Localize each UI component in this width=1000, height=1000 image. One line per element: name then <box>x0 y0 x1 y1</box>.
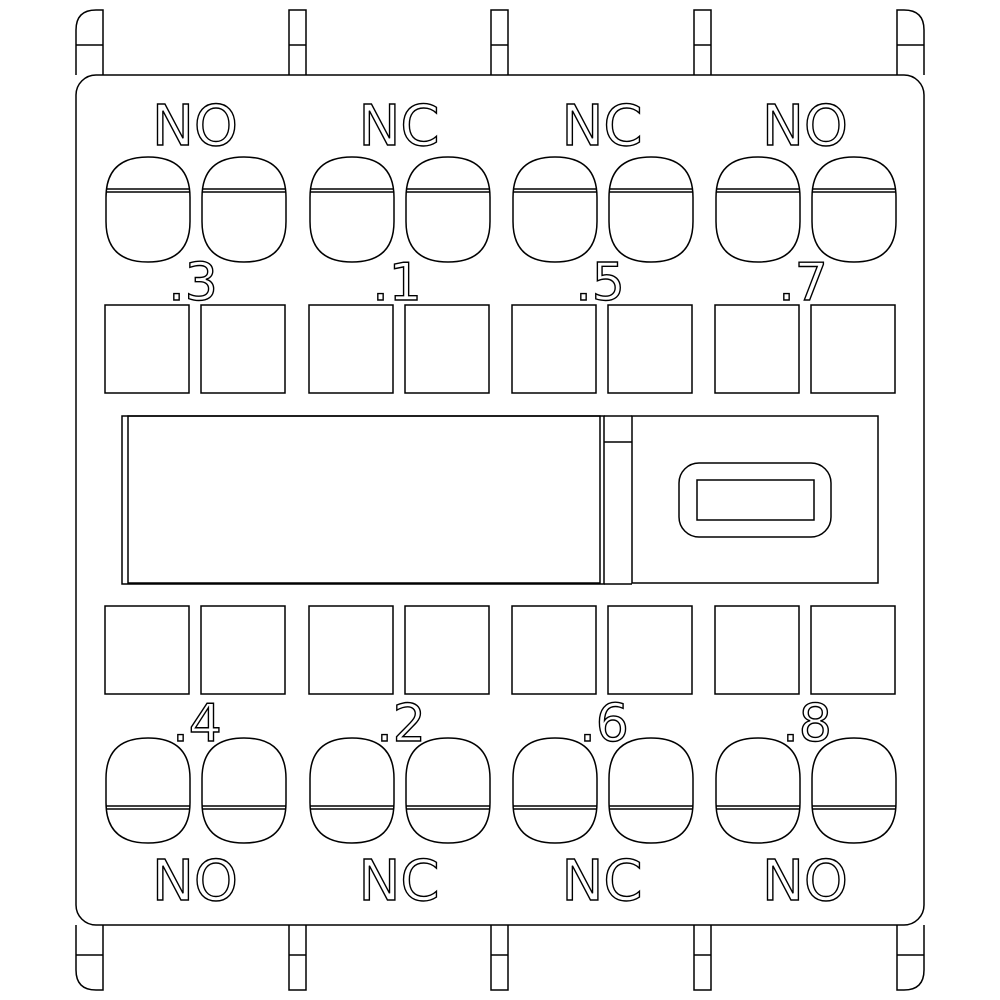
screw-slot-line <box>513 188 597 193</box>
bottom-wire-entry <box>511 605 597 695</box>
top-screw-terminal <box>811 156 897 263</box>
screw-slot-line <box>106 188 190 193</box>
screw-slot-line <box>202 805 286 810</box>
bottom-screw-terminal <box>309 737 395 844</box>
bottom-screw-terminal <box>715 737 801 844</box>
bottom-contact-type-label: NO <box>762 849 848 914</box>
screw-slot-line <box>812 805 896 810</box>
top-screw-terminal <box>405 156 491 263</box>
screw-slot-line <box>106 805 190 810</box>
bottom-screw-terminal <box>608 737 694 844</box>
screw-slot-line <box>406 188 490 193</box>
bottom-wire-entry <box>200 605 286 695</box>
housing-body <box>75 74 925 926</box>
bottom-screw-terminal <box>811 737 897 844</box>
top-screw-terminal <box>608 156 694 263</box>
indicator-slot <box>678 462 832 538</box>
top-contact-type-label: NO <box>762 94 848 159</box>
top-mounting-tabs <box>75 9 925 75</box>
bottom-screw-terminal <box>105 737 191 844</box>
screw-slot-line <box>609 188 693 193</box>
indicator-window <box>696 479 815 521</box>
top-contact-type-label: NC <box>562 94 643 159</box>
top-terminal-number: .3 <box>168 253 218 313</box>
top-wire-entry <box>308 304 394 394</box>
screw-slot-line <box>812 188 896 193</box>
bottom-screw-terminal <box>405 737 491 844</box>
bottom-contact-type-label: NO <box>152 849 238 914</box>
top-wire-entry <box>810 304 896 394</box>
screw-slot-line <box>310 188 394 193</box>
terminals <box>104 156 897 844</box>
bottom-wire-entry <box>714 605 800 695</box>
top-wire-entry <box>607 304 693 394</box>
top-wire-entry <box>404 304 490 394</box>
bottom-terminal-number: .8 <box>782 694 832 754</box>
label-window <box>121 415 632 585</box>
screw-slot-line <box>609 805 693 810</box>
bottom-terminal-number: .4 <box>172 694 222 754</box>
bottom-contact-type-label: NC <box>359 849 440 914</box>
top-terminal-number: .5 <box>575 253 625 313</box>
screw-slot-line <box>202 188 286 193</box>
bottom-wire-entry <box>607 605 693 695</box>
bottom-terminal-number: .2 <box>376 694 426 754</box>
top-terminal-number: .1 <box>372 253 422 313</box>
bottom-mounting-tabs <box>75 925 925 991</box>
top-wire-entry <box>511 304 597 394</box>
top-terminal-number: .7 <box>778 253 828 313</box>
top-screw-terminal <box>715 156 801 263</box>
top-wire-entry <box>200 304 286 394</box>
bottom-wire-entry <box>308 605 394 695</box>
screw-slot-line <box>310 805 394 810</box>
top-screw-terminal <box>201 156 287 263</box>
top-screw-terminal <box>105 156 191 263</box>
bottom-terminal-number: .6 <box>579 694 629 754</box>
bottom-screw-terminal <box>512 737 598 844</box>
bottom-wire-entry <box>104 605 190 695</box>
bottom-contact-type-label: NC <box>562 849 643 914</box>
indicator-panel <box>631 415 879 584</box>
bottom-wire-entry <box>810 605 896 695</box>
top-wire-entry <box>714 304 800 394</box>
screw-slot-line <box>513 805 597 810</box>
top-contact-type-label: NO <box>152 94 238 159</box>
top-contact-type-label: NC <box>359 94 440 159</box>
bottom-wire-entry <box>404 605 490 695</box>
top-screw-terminal <box>512 156 598 263</box>
screw-slot-line <box>716 188 800 193</box>
top-screw-terminal <box>309 156 395 263</box>
bottom-screw-terminal <box>201 737 287 844</box>
screw-slot-line <box>716 805 800 810</box>
top-wire-entry <box>104 304 190 394</box>
screw-slot-line <box>406 805 490 810</box>
